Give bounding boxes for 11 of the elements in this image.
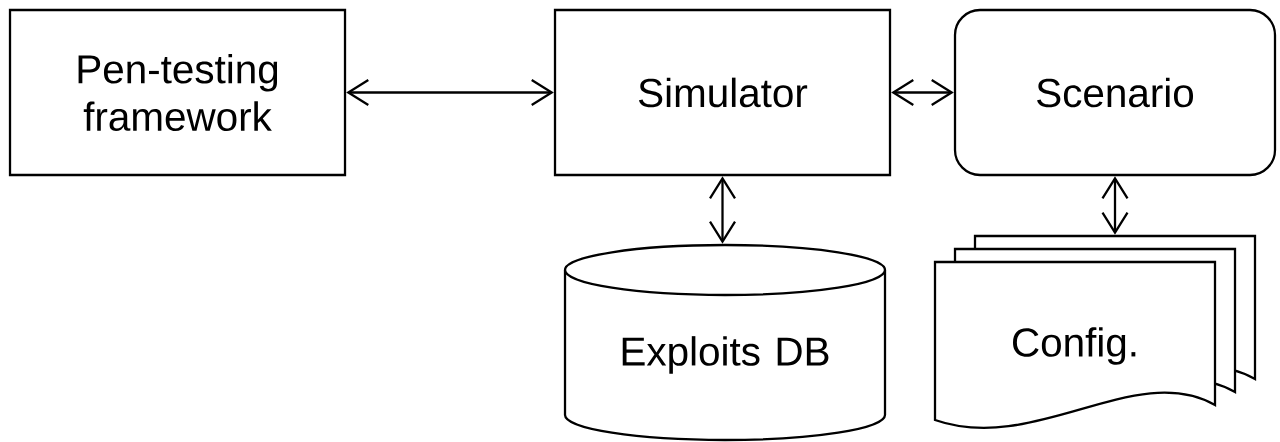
document-stack: Config. (933, 234, 1257, 430)
rounded-box: Scenario (953, 8, 1277, 177)
process-box: Pen-testing framework (8, 8, 347, 177)
node-label: Config. (1013, 327, 1136, 365)
node-label: Exploits DB (622, 336, 829, 374)
database-cylinder: Exploits DB (563, 243, 887, 442)
process-box: Simulator (553, 8, 892, 177)
double-arrow (709, 176, 736, 244)
double-arrow (891, 79, 954, 106)
double-arrow (346, 79, 554, 106)
double-arrow (1101, 176, 1129, 235)
